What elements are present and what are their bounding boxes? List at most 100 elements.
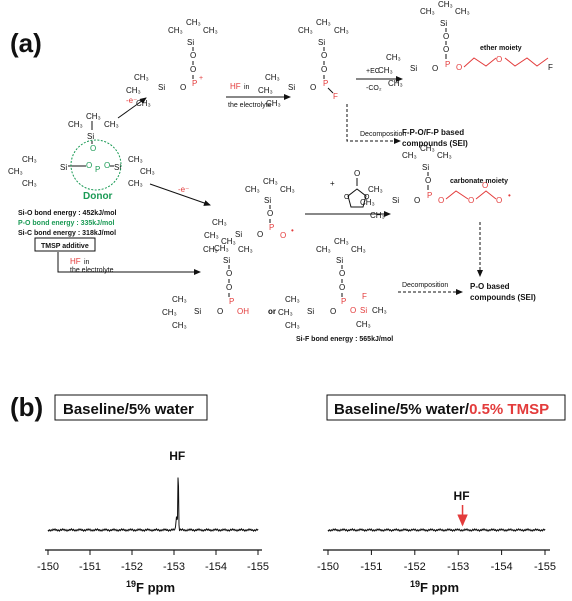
svg-text:+: +	[199, 75, 203, 82]
svg-text:O: O	[438, 196, 444, 205]
hf-top: HF	[230, 82, 241, 91]
svg-text:Si: Si	[392, 196, 399, 205]
svg-text:CH₃: CH₃	[168, 26, 183, 35]
svg-text:O: O	[364, 194, 370, 201]
right-spectrum-plot: -150-151-152-153-154-155 HF 19F ppm	[317, 489, 556, 595]
phosphonate-product: CH₃ CH₃ CH₃ Si O O P OH O Si CH₃ CH₃ CH₃	[162, 237, 253, 330]
x-tick-label: -154	[205, 561, 227, 573]
svg-text:CH₃: CH₃	[351, 245, 366, 254]
x-tick-label: -151	[79, 561, 101, 573]
svg-text:Si: Si	[194, 307, 201, 316]
hf-bottom: HF	[70, 257, 81, 266]
fluorophosphite: CH₃ CH₃ CH₃ Si O O P F O Si CH₃ CH₃ CH₃	[258, 18, 349, 108]
svg-text:O: O	[482, 181, 488, 190]
svg-text:CH₃: CH₃	[126, 86, 141, 95]
right-title: Baseline/5% water/0.5% TMSP	[334, 401, 549, 418]
x-tick-label: -153	[447, 561, 469, 573]
x-tick-label: -152	[121, 561, 143, 573]
svg-text:O: O	[310, 83, 316, 92]
svg-text:O: O	[425, 176, 431, 185]
svg-text:P: P	[427, 191, 432, 200]
x-tick-label: -155	[247, 561, 269, 573]
right-title-box	[326, 394, 566, 421]
svg-text:O: O	[267, 209, 273, 218]
svg-text:CH₃: CH₃	[386, 53, 401, 62]
hf-arrow-label: HF	[454, 489, 470, 503]
svg-text:Si: Si	[114, 163, 121, 172]
svg-text:CH₃: CH₃	[203, 245, 218, 254]
decomp-bottom: Decomposition	[402, 282, 448, 289]
svg-text:P: P	[192, 79, 197, 88]
svg-text:O: O	[443, 45, 449, 54]
svg-text:CH₃: CH₃	[438, 0, 453, 9]
ch3-top-right: CH₃	[104, 120, 119, 129]
ec-plus: +EC	[366, 68, 380, 75]
svg-text:•: •	[508, 191, 511, 200]
co2-minus: -CO₂	[366, 85, 382, 92]
svg-text:Si: Si	[440, 19, 447, 28]
svg-text:Si: Si	[187, 38, 194, 47]
svg-text:CH₃: CH₃	[316, 18, 331, 27]
svg-text:CH₃: CH₃	[221, 237, 236, 246]
svg-text:F: F	[362, 292, 367, 301]
svg-text:CH₃: CH₃	[455, 7, 470, 16]
svg-text:O: O	[330, 307, 336, 316]
svg-text:O: O	[496, 196, 502, 205]
svg-text:Si: Si	[410, 64, 417, 73]
svg-text:Si: Si	[158, 83, 165, 92]
svg-text:Si: Si	[360, 306, 367, 315]
svg-text:CH₃: CH₃	[378, 66, 393, 75]
svg-text:CH₃: CH₃	[298, 26, 313, 35]
sei-top-1: F-P-O/F-P based	[402, 128, 464, 137]
svg-text:P: P	[323, 79, 328, 88]
svg-text:CH₃: CH₃	[356, 320, 371, 329]
carbonate-moiety-label: carbonate moiety	[450, 178, 508, 185]
left-spectrum-plot: -150-151-152-153-154-155 HF 19F ppm	[37, 449, 269, 595]
svg-text:CH₃: CH₃	[134, 73, 149, 82]
svg-text:CH₃: CH₃	[214, 244, 229, 253]
svg-text:the electrolyte: the electrolyte	[70, 267, 114, 274]
svg-text:Si: Si	[318, 38, 325, 47]
svg-text:CH₃: CH₃	[437, 151, 452, 160]
svg-text:CH₃: CH₃	[388, 79, 403, 88]
donor-circle	[70, 139, 122, 191]
ch3-right-down: CH₃	[128, 179, 143, 188]
svg-text:O: O	[226, 283, 232, 292]
svg-text:Si: Si	[422, 163, 429, 172]
svg-text:Si: Si	[223, 256, 230, 265]
svg-text:O: O	[90, 144, 96, 153]
svg-text:O: O	[339, 269, 345, 278]
svg-text:P: P	[95, 165, 100, 174]
svg-text:O: O	[321, 51, 327, 60]
ec-molecule: + O O O	[330, 169, 370, 208]
si-o-energy: Si-O bond energy : 452kJ/mol	[18, 210, 116, 217]
x-tick-label: -154	[491, 561, 513, 573]
svg-text:O: O	[280, 231, 286, 240]
tmsp-additive-box	[34, 237, 96, 252]
decomp-top: Decomposition	[360, 131, 406, 138]
svg-text:P: P	[445, 60, 450, 69]
arrow-oxidation-mid	[149, 183, 211, 206]
svg-text:O: O	[190, 65, 196, 74]
svg-text:CH₃: CH₃	[285, 295, 300, 304]
svg-text:CH₃: CH₃	[316, 245, 331, 254]
svg-text:CH₃: CH₃	[172, 321, 187, 330]
svg-text:Si: Si	[307, 307, 314, 316]
svg-text:the electrolyte: the electrolyte	[228, 102, 272, 109]
svg-text:Si: Si	[87, 132, 94, 141]
svg-text:Si: Si	[60, 163, 67, 172]
left-x-label: 19F ppm	[126, 579, 175, 595]
svg-text:CH₃: CH₃	[334, 237, 349, 246]
svg-text:CH₃: CH₃	[266, 99, 281, 108]
e-minus-top: -e⁻	[126, 96, 137, 105]
svg-text:CH₃: CH₃	[245, 185, 260, 194]
left-title-box	[54, 394, 208, 421]
svg-text:O: O	[104, 161, 110, 170]
cation-intermediate: CH₃ CH₃ CH₃ Si O O P + O Si CH₃ CH₃ CH₃	[126, 18, 218, 108]
x-tick-label: -155	[534, 561, 556, 573]
svg-text:CH₃: CH₃	[420, 144, 435, 153]
right-x-label: 19F ppm	[410, 579, 459, 595]
svg-text:F: F	[548, 63, 553, 72]
arrow-hf-bottom	[57, 252, 201, 275]
